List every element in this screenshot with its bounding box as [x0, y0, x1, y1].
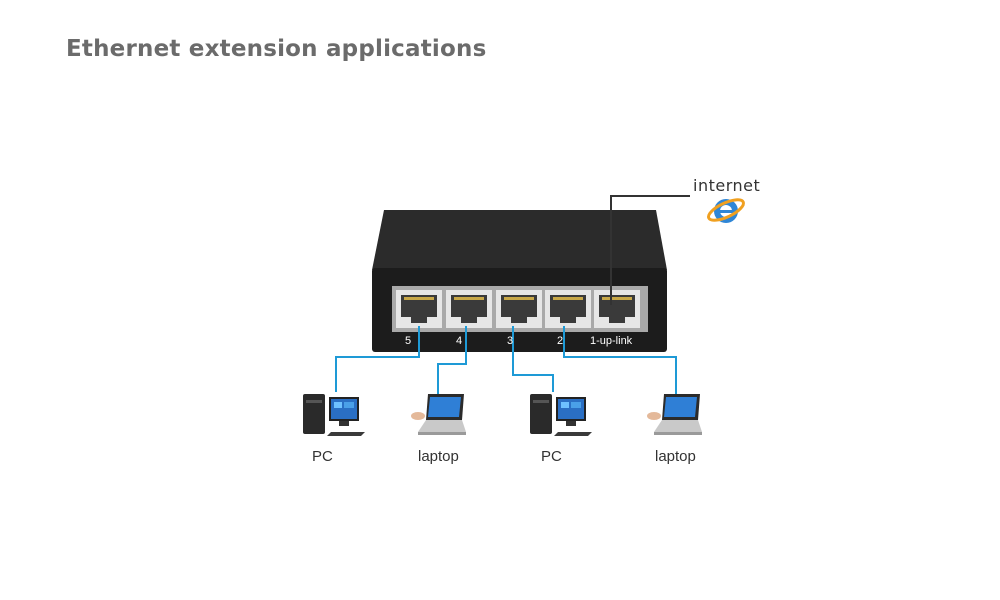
port-label: 5: [405, 335, 412, 347]
port-label: 4: [456, 335, 463, 347]
port-label: 1-up-link: [590, 335, 633, 347]
device-label: PC: [312, 448, 333, 465]
pc-icon: [530, 394, 592, 436]
rj45-port: [446, 290, 492, 328]
device-label: laptop: [655, 448, 696, 465]
cable-port3-pc: [512, 326, 554, 392]
page-title: Ethernet extension applications: [66, 36, 487, 62]
device-label: PC: [541, 448, 562, 465]
rj45-port: [594, 290, 640, 328]
uplink-cable: [610, 195, 690, 305]
internet-icon: [707, 198, 745, 223]
cable-port5-pc: [335, 326, 420, 392]
port-label: 3: [507, 335, 514, 347]
port-label: 2: [557, 335, 564, 347]
ethernet-switch: [372, 210, 667, 352]
lan-cables: [335, 326, 677, 394]
cable-port4-laptop: [437, 326, 467, 394]
laptop-icon: [647, 394, 702, 435]
pc-icon: [303, 394, 365, 436]
laptop-icon: [411, 394, 466, 435]
cable-port2-laptop: [563, 326, 677, 394]
rj45-port: [545, 290, 591, 328]
rj45-port: [396, 290, 442, 328]
device-label: laptop: [418, 448, 459, 465]
rj45-port: [496, 290, 542, 328]
internet-label: internet: [693, 176, 761, 195]
